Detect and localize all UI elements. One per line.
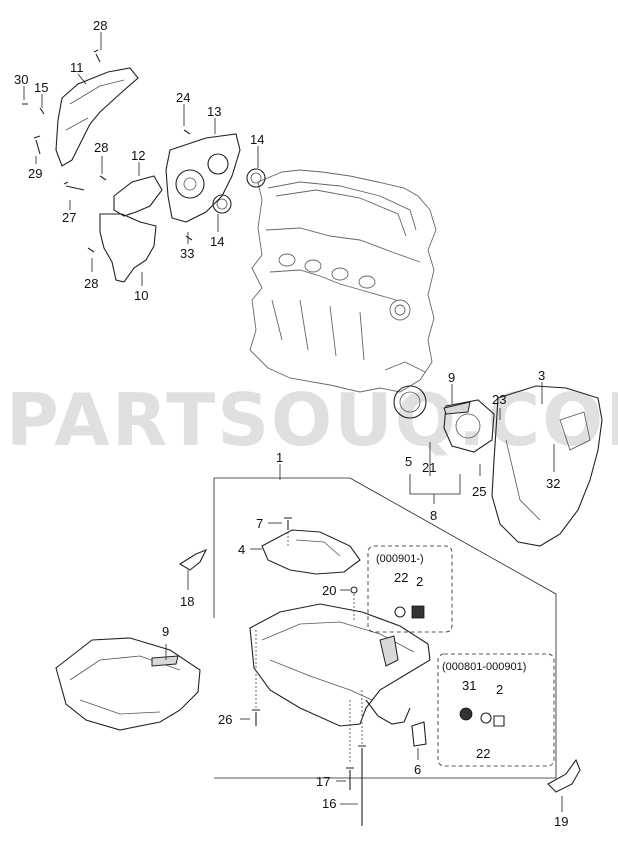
bracket-19: [547, 758, 581, 793]
callout-31: 31: [462, 678, 476, 693]
callout-2: 2: [496, 682, 503, 697]
callout-21: 21: [422, 460, 436, 475]
callout-19: 19: [554, 814, 568, 829]
oil-pan-group-frame: [213, 477, 557, 779]
oil-seals: [212, 168, 427, 419]
small-bolts: [22, 49, 193, 253]
timing-cover-lower: [99, 213, 157, 283]
leader-lines: [23, 32, 563, 812]
callout-1: 1: [276, 450, 283, 465]
rear-plate: [491, 385, 603, 547]
callout-32: 32: [546, 476, 560, 491]
callout-13: 13: [207, 104, 221, 119]
callout-3: 3: [538, 368, 545, 383]
callout-10: 10: [134, 288, 148, 303]
watermark: PARTSOUQ.COM: [6, 378, 618, 462]
bolt-16: [358, 745, 366, 826]
callout-22: 22: [476, 746, 490, 761]
oil-seal-retainer: [443, 399, 495, 453]
callout-24: 24: [176, 90, 190, 105]
callout-4: 4: [238, 542, 245, 557]
drain-plug-set-2: [459, 707, 505, 727]
callout-6: 6: [414, 762, 421, 777]
callout-28: 28: [94, 140, 108, 155]
callout-12: 12: [131, 148, 145, 163]
callout-7: 7: [256, 516, 263, 531]
engine-block: [249, 169, 437, 393]
timing-belt-cover-middle: [165, 133, 241, 223]
bolt-26: [252, 709, 260, 726]
bolt-7: [284, 517, 292, 530]
bracket-18: [178, 548, 208, 571]
variant-label-2: (000801-000901): [442, 661, 526, 673]
callout-26: 26: [218, 712, 232, 727]
timing-cover-lower-inner: [113, 175, 163, 217]
baffle-plate: [261, 529, 361, 575]
variant-box-2: [437, 653, 555, 767]
dowel-20: [350, 586, 358, 594]
callout-25: 25: [472, 484, 486, 499]
callout-9: 9: [162, 624, 169, 639]
callout-22: 22: [394, 570, 408, 585]
bolt-17: [346, 767, 354, 790]
callout-8: 8: [430, 508, 437, 523]
callout-28: 28: [84, 276, 98, 291]
callout-16: 16: [322, 796, 336, 811]
drain-plug-set-1: [394, 605, 425, 619]
callout-30: 30: [14, 72, 28, 87]
callout-20: 20: [322, 583, 336, 598]
oil-pan: [249, 603, 431, 727]
variant-box-1: [367, 545, 453, 633]
callout-18: 18: [180, 594, 194, 609]
callout-17: 17: [316, 774, 330, 789]
oil-pan-alternate: [55, 637, 201, 731]
callout-labels: 28 11 30 15 24 13 14 28 12 29 27 14 33 2…: [14, 18, 568, 829]
callout-23: 23: [492, 392, 506, 407]
callout-9: 9: [448, 370, 455, 385]
callout-5: 5: [405, 454, 412, 469]
callout-2: 2: [416, 574, 423, 589]
callout-15: 15: [34, 80, 48, 95]
callout-14: 14: [210, 234, 224, 249]
callout-28: 28: [93, 18, 107, 33]
callout-27: 27: [62, 210, 76, 225]
callout-33: 33: [180, 246, 194, 261]
callout-11: 11: [70, 60, 84, 75]
variant-label-1: (000901-): [376, 553, 424, 565]
callout-29: 29: [28, 166, 42, 181]
oil-level-part-6: [411, 721, 427, 747]
timing-cover-upper: [55, 67, 139, 167]
callout-14: 14: [250, 132, 264, 147]
